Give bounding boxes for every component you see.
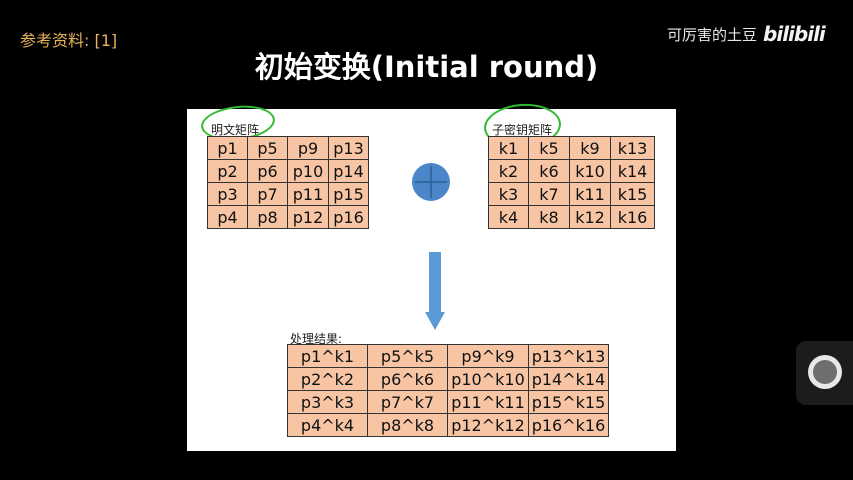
bilibili-watermark: 可厉害的土豆 bilibili	[667, 22, 826, 46]
matrix-cell: p16	[328, 205, 369, 229]
matrix-cell: p6^k6	[367, 367, 448, 391]
matrix-cell: p11^k11	[447, 390, 529, 414]
matrix-cell: p9^k9	[447, 344, 529, 368]
matrix-cell: k9	[569, 136, 611, 160]
record-button[interactable]	[796, 341, 853, 405]
arrow-down-icon	[425, 252, 445, 330]
record-button-icon	[808, 355, 842, 389]
matrix-cell: p12^k12	[447, 413, 529, 437]
reference-label: 参考资料: [1]	[20, 31, 118, 50]
watermark-author: 可厉害的土豆	[667, 25, 758, 44]
matrix-cell: p2^k2	[287, 367, 368, 391]
matrix-cell: p14	[328, 159, 369, 183]
circle-plus-icon	[412, 163, 450, 201]
matrix-cell: k12	[569, 205, 611, 229]
bilibili-logo: bilibili	[763, 22, 826, 46]
matrix-cell: p5	[247, 136, 288, 160]
plaintext-label: 明文矩阵	[211, 123, 260, 137]
matrix-cell: k7	[528, 182, 570, 206]
matrix-cell: p10^k10	[447, 367, 529, 391]
slide-title: 初始变换(Initial round)	[254, 50, 599, 84]
matrix-cell: p10	[287, 159, 329, 183]
matrix-cell: p13^k13	[528, 344, 609, 368]
matrix-cell: k4	[488, 205, 529, 229]
matrix-cell: p1^k1	[287, 344, 368, 368]
matrix-cell: p4	[207, 205, 248, 229]
matrix-cell: p5^k5	[367, 344, 448, 368]
matrix-cell: p8	[247, 205, 288, 229]
matrix-cell: k10	[569, 159, 611, 183]
matrix-cell: p16^k16	[528, 413, 609, 437]
matrix-cell: k3	[488, 182, 529, 206]
matrix-cell: p2	[207, 159, 248, 183]
matrix-cell: k5	[528, 136, 570, 160]
matrix-cell: p4^k4	[287, 413, 368, 437]
matrix-cell: p12	[287, 205, 329, 229]
matrix-cell: k13	[610, 136, 655, 160]
matrix-cell: k16	[610, 205, 655, 229]
matrix-cell: p8^k8	[367, 413, 448, 437]
matrix-cell: k1	[488, 136, 529, 160]
matrix-cell: p13	[328, 136, 369, 160]
matrix-cell: p6	[247, 159, 288, 183]
matrix-cell: p3^k3	[287, 390, 368, 414]
matrix-cell: p3	[207, 182, 248, 206]
matrix-cell: k15	[610, 182, 655, 206]
matrix-cell: k6	[528, 159, 570, 183]
matrix-cell: k2	[488, 159, 529, 183]
matrix-cell: p11	[287, 182, 329, 206]
matrix-cell: p15	[328, 182, 369, 206]
matrix-cell: p14^k14	[528, 367, 609, 391]
matrix-cell: p1	[207, 136, 248, 160]
matrix-cell: p7	[247, 182, 288, 206]
matrix-cell: p9	[287, 136, 329, 160]
matrix-cell: p7^k7	[367, 390, 448, 414]
matrix-cell: k14	[610, 159, 655, 183]
result-label: 处理结果:	[290, 332, 343, 346]
subkey-label: 子密钥矩阵	[492, 123, 553, 137]
matrix-cell: k8	[528, 205, 570, 229]
matrix-cell: p15^k15	[528, 390, 609, 414]
matrix-cell: k11	[569, 182, 611, 206]
